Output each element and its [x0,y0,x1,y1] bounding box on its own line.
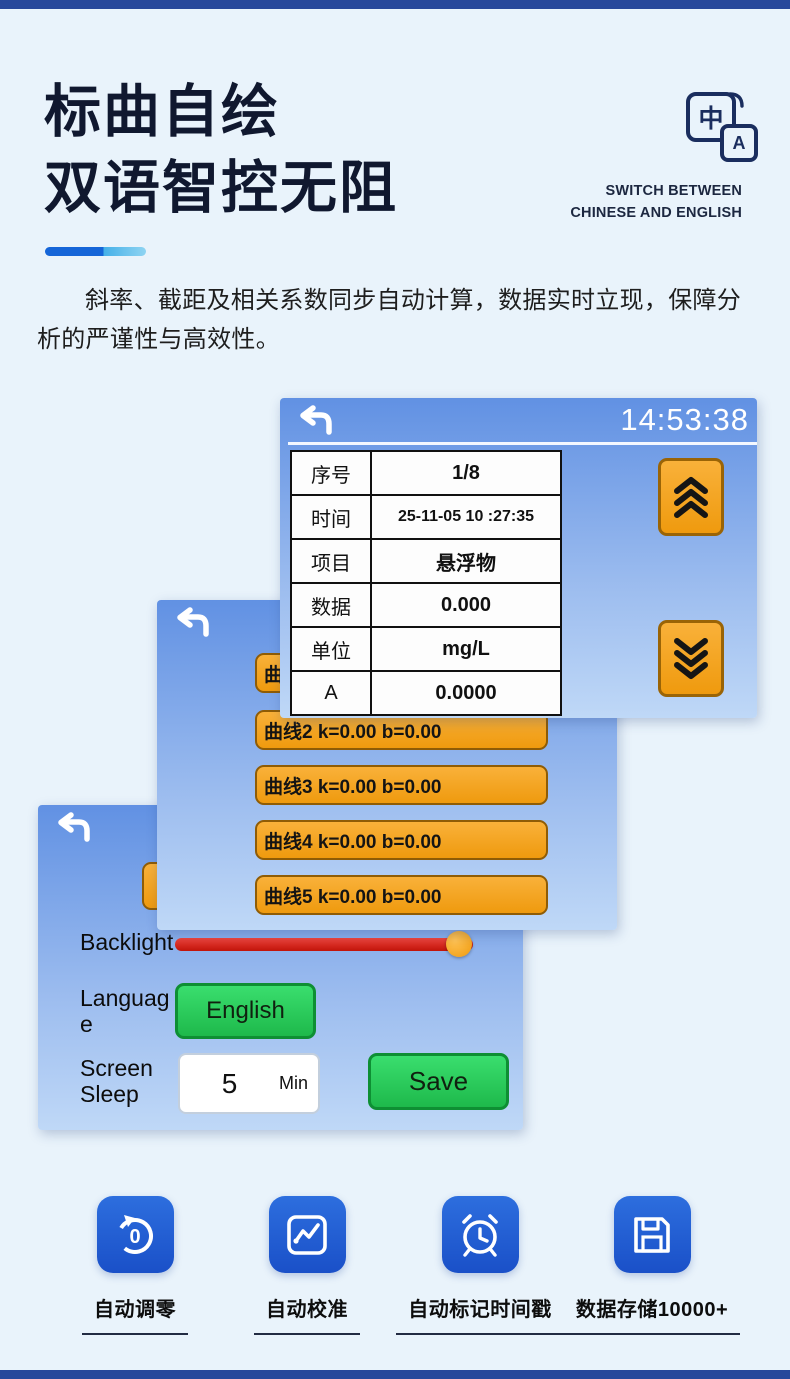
table-row: 序号 1/8 [292,452,560,496]
bottom-accent-bar [0,1370,790,1379]
accent-underline [45,247,146,256]
row-label: 时间 [292,496,372,538]
hero-subtitle-line1: SWITCH BETWEEN [605,183,742,199]
hero-subtitle: SWITCH BETWEEN CHINESE AND ENGLISH [570,180,742,224]
row-label: 项目 [292,540,372,582]
back-arrow-icon [58,812,90,842]
feature-auto-zero: 0 自动调零 [42,1196,228,1335]
translate-arrow-icon [728,92,744,108]
curve-button-3[interactable]: 曲线3 k=0.00 b=0.00 [255,765,548,805]
feature-label: 自动调零 [82,1293,188,1335]
table-row: 单位 mg/L [292,628,560,672]
save-button[interactable]: Save [368,1053,509,1110]
sleep-minutes-input[interactable]: 5 Min [178,1053,320,1114]
row-value: 悬浮物 [436,552,496,575]
feature-label: 自动标记时间戳 [396,1293,564,1335]
table-row: 项目 悬浮物 [292,540,560,584]
page-title: 标曲自绘 双语智控无阻 [44,74,398,226]
auto-timestamp-icon [441,1196,519,1273]
translate-icon: 中 A [686,90,758,162]
backlight-slider-knob[interactable] [446,931,472,957]
row-value: 1/8 [452,461,480,484]
row-value: 0.000 [440,593,492,616]
backlight-label: Backlight [80,929,174,955]
translate-icon-en: A [720,124,758,162]
feature-data-storage: 数据存储10000+ [559,1196,745,1335]
scroll-up-button[interactable] [658,458,724,536]
curve-button-4[interactable]: 曲线4 k=0.00 b=0.00 [255,820,548,860]
sleep-minutes-unit: Min [278,1073,308,1093]
auto-calibrate-icon [268,1196,346,1273]
feature-label: 数据存储10000+ [563,1293,741,1335]
row-label: 数据 [292,584,372,626]
svg-text:0: 0 [129,1226,140,1248]
hero-subtitle-line2: CHINESE AND ENGLISH [570,205,742,221]
header-divider [288,442,757,445]
double-chevron-down-icon [674,638,708,679]
page-title-line2: 双语智控无阻 [44,156,398,220]
row-label: A [292,672,372,714]
page-title-line1: 标曲自绘 [44,80,280,144]
back-button[interactable] [51,812,95,848]
row-label: 单位 [292,628,372,670]
table-row: 时间 25-11-05 10 :27:35 [292,496,560,540]
backlight-slider-track[interactable] [175,938,473,951]
double-chevron-up-icon [674,476,708,518]
back-arrow-icon [177,607,209,637]
description-text: 斜率、截距及相关系数同步自动计算，数据实时立现，保障分析的严谨性与高效性。 [37,287,742,353]
curve-button-5[interactable]: 曲线5 k=0.00 b=0.00 [255,875,548,915]
row-value: 25-11-05 10 :27:35 [397,508,535,525]
table-row: A 0.0000 [292,672,560,714]
backlight-slider[interactable] [175,931,473,957]
row-label: 序号 [292,452,372,494]
screen-sleep-label: Screen Sleep [80,1055,153,1107]
row-value: mg/L [442,637,490,660]
clock-time: 14:53:38 [620,402,749,437]
language-button[interactable]: English [175,983,316,1039]
table-row: 数据 0.000 [292,584,560,628]
top-accent-bar [0,0,790,9]
scroll-down-button[interactable] [658,620,724,697]
back-button[interactable] [170,607,214,643]
auto-zero-icon: 0 [96,1196,174,1273]
back-button[interactable] [293,405,337,441]
feature-auto-calibrate: 自动校准 [214,1196,400,1335]
feature-label: 自动校准 [254,1293,360,1335]
record-table: 序号 1/8 时间 25-11-05 10 :27:35 项目 悬浮物 数据 0… [290,450,562,716]
data-storage-icon [613,1196,691,1273]
feature-auto-timestamp: 自动标记时间戳 [387,1196,573,1335]
back-arrow-icon [300,405,332,435]
sleep-minutes-value: 5 [221,1067,238,1099]
record-detail-screen: 14:53:38 序号 1/8 时间 25-11-05 10 :27:35 项目… [280,398,757,718]
row-value: 0.0000 [435,681,497,704]
language-label: Language [80,985,170,1037]
translate-icon-zh: 中 [686,92,736,142]
